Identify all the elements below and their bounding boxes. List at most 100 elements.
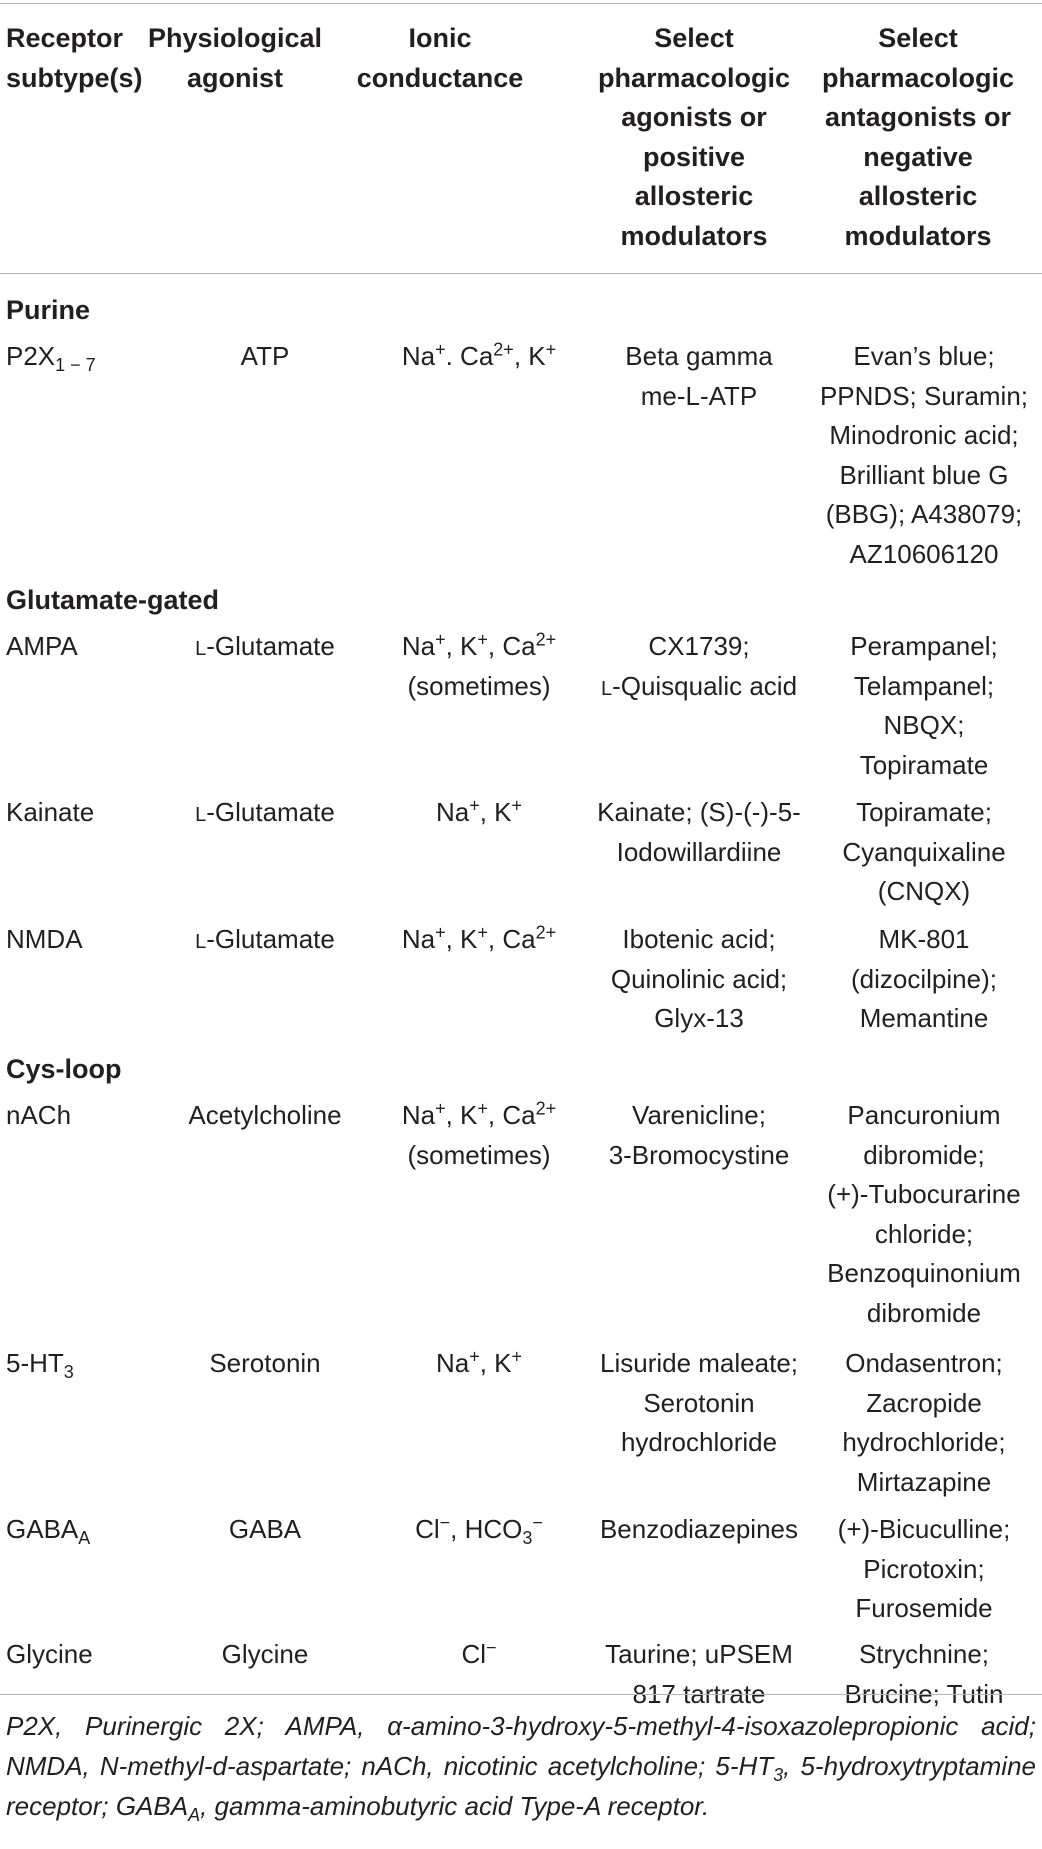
pharm-antagonists-cell: (+)-Bicuculline; Picrotoxin; Furosemide (806, 1510, 1042, 1629)
header-ionic: Ionic conductance (356, 23, 524, 93)
header-receptor: Receptor subtype(s) (6, 23, 143, 93)
ionic-cell: Na+, K+, Ca2+ (sometimes) (368, 627, 590, 706)
receptor-cell: AMPA (6, 631, 78, 661)
pharm-antagonists-cell: Topiramate; Cyanquixaline (CNQX) (806, 793, 1042, 912)
footnote-part-1: P2X, Purinergic 2X; AMPA, α-amino-3-hydr… (6, 1711, 1037, 1826)
pharm-antagonists-cell: MK-801 (dizocilpine); Memantine (806, 920, 1042, 1039)
receptor-subscript: 1 − 7 (55, 355, 96, 376)
table-footnote: P2X, Purinergic 2X; AMPA, α-amino-3-hydr… (6, 1706, 1036, 1826)
agonist-cell: Acetylcholine (188, 1100, 342, 1130)
agonist-cell: L-Glutamate (195, 797, 335, 827)
agonist-cell: ATP (240, 341, 290, 371)
cell-line: Perampanel; (850, 631, 998, 661)
cell-line: hydrochloride; (842, 1427, 1006, 1457)
cell-line: Ondasentron; (845, 1348, 1003, 1378)
ionic-cell: Cl−, HCO3− (415, 1512, 543, 1549)
receptor-subscript: A (78, 1528, 91, 1549)
pharm-agonists-cell: Benzodiazepines (584, 1510, 814, 1550)
cell-line: Evan’s blue; (853, 341, 995, 371)
cell-line: PPNDS; Suramin; (819, 380, 1029, 411)
cell-line: (sometimes) (407, 1139, 551, 1170)
header-pharm-antagonists: Select pharmacologic antagonists or nega… (821, 23, 1015, 251)
cell-line: Minodronic acid; (829, 420, 1019, 450)
cell-line: 817 tartrate (632, 1678, 766, 1709)
cell-line: (BBG); A438079; (825, 499, 1023, 529)
section-purine: Purine (6, 295, 91, 325)
receptor-name: P2X (6, 341, 56, 371)
cell-line: Brucine; Tutin (844, 1678, 1004, 1709)
cell-line: (+)-Tubocurarine (827, 1179, 1021, 1209)
cell-line: me-L-ATP (640, 380, 758, 411)
cell-line: Brilliant blue G (839, 459, 1009, 490)
agonist-cell: Serotonin (209, 1348, 321, 1378)
pharm-agonists-cell: CX1739; L-Quisqualic acid (584, 627, 814, 709)
cell-line: AZ10606120 (849, 538, 999, 569)
header-agonist: Physiological agonist (147, 23, 323, 93)
section-cysloop: Cys-loop (6, 1054, 122, 1084)
section-glutamate: Glutamate-gated (6, 585, 220, 615)
cell-line: Taurine; uPSEM (605, 1639, 793, 1669)
pharm-antagonists-cell: Strychnine; Brucine; Tutin (806, 1635, 1042, 1714)
cell-line: (sometimes) (407, 670, 551, 701)
ionic-cell: Cl− (461, 1637, 497, 1669)
receptor-cell: Kainate (6, 797, 95, 827)
cell-line: Furosemide (855, 1593, 993, 1623)
table-top-rule (0, 3, 1042, 4)
pharm-agonists-cell: Beta gamma me-L-ATP (584, 337, 814, 416)
pharm-antagonists-cell: Perampanel; Telampanel; NBQX; Topiramate (806, 627, 1042, 785)
cell-line: CX1739; (648, 631, 750, 661)
cell-line: NBQX; (883, 710, 965, 740)
cell-line: chloride; (874, 1218, 974, 1249)
cell-line: MK-801 (878, 924, 970, 954)
cell-line: dibromide; (863, 1139, 985, 1170)
agonist-cell: Glycine (221, 1639, 309, 1669)
cell-line: Varenicline; (632, 1100, 766, 1130)
cell-line: Beta gamma (625, 341, 773, 371)
ionic-cell: Na+. Ca2+, K+ (401, 339, 557, 371)
ionic-cell: Na+, K+ (435, 795, 523, 827)
agonist-cell: GABA (228, 1514, 302, 1544)
cell-line: Strychnine; (858, 1639, 990, 1669)
cell-line: Kainate; (S)-(-)-5- (597, 797, 801, 827)
cell-line: Topiramate (859, 749, 989, 780)
table-bottom-rule (0, 1694, 1042, 1695)
cell-line: (+)-Bicuculline; (837, 1514, 1011, 1544)
header-pharm-agonists: Select pharmacologic agonists or positiv… (597, 23, 791, 251)
pharm-agonists-cell: Varenicline; 3-Bromocystine (584, 1096, 814, 1175)
cell-line: Cyanquixaline (842, 836, 1006, 867)
cell-line: Mirtazapine (856, 1466, 992, 1497)
ionic-cell: Na+, K+, Ca2+ (401, 922, 557, 954)
cell-line: 3-Bromocystine (608, 1139, 790, 1170)
cell-line: Ibotenic acid; (622, 924, 776, 954)
table-header-rule (0, 273, 1042, 274)
pharm-agonists-cell: Kainate; (S)-(-)-5- Iodowillardiine (584, 793, 814, 872)
cell-line: (dizocilpine); (851, 963, 997, 994)
cell-line: Telampanel; (853, 670, 995, 701)
agonist-cell: L-Glutamate (195, 924, 335, 954)
cell-line: Quinolinic acid; (610, 963, 788, 994)
receptor-name: 5-HT (6, 1348, 64, 1378)
cell-line: (CNQX) (877, 876, 971, 906)
receptor-cell: nACh (6, 1100, 72, 1130)
receptor-cell: Glycine (6, 1639, 93, 1669)
cell-line: L-Quisqualic acid (600, 670, 798, 701)
pharm-antagonists-cell: Ondasentron; Zacropide hydrochloride; Mi… (806, 1344, 1042, 1502)
pharm-antagonists-cell: Pancuronium dibromide; (+)-Tubocurarine … (806, 1096, 1042, 1333)
ionic-cell: Na+, K+, Ca2+ (sometimes) (368, 1096, 590, 1175)
pharm-agonists-cell: Taurine; uPSEM 817 tartrate (584, 1635, 814, 1714)
cell-line: Zacropide (866, 1387, 982, 1418)
cell-line: Pancuronium (847, 1100, 1001, 1130)
receptor-cell: NMDA (6, 924, 83, 954)
cell-line: hydrochloride (620, 1427, 778, 1457)
agonist-cell: L-Glutamate (195, 631, 335, 661)
cell-line: Glyx-13 (654, 1003, 744, 1033)
pharm-agonists-cell: Lisuride maleate; Serotonin hydrochlorid… (584, 1344, 814, 1463)
cell-line: Topiramate; (856, 797, 992, 827)
receptor-name: GABA (6, 1514, 79, 1544)
cell-line: Iodowillardiine (616, 836, 782, 867)
cell-line: Picrotoxin; (863, 1553, 985, 1584)
cell-line: Lisuride maleate; (600, 1348, 798, 1378)
pharm-agonists-cell: Ibotenic acid; Quinolinic acid; Glyx-13 (584, 920, 814, 1039)
receptor-cell: GABAA (6, 1510, 166, 1550)
